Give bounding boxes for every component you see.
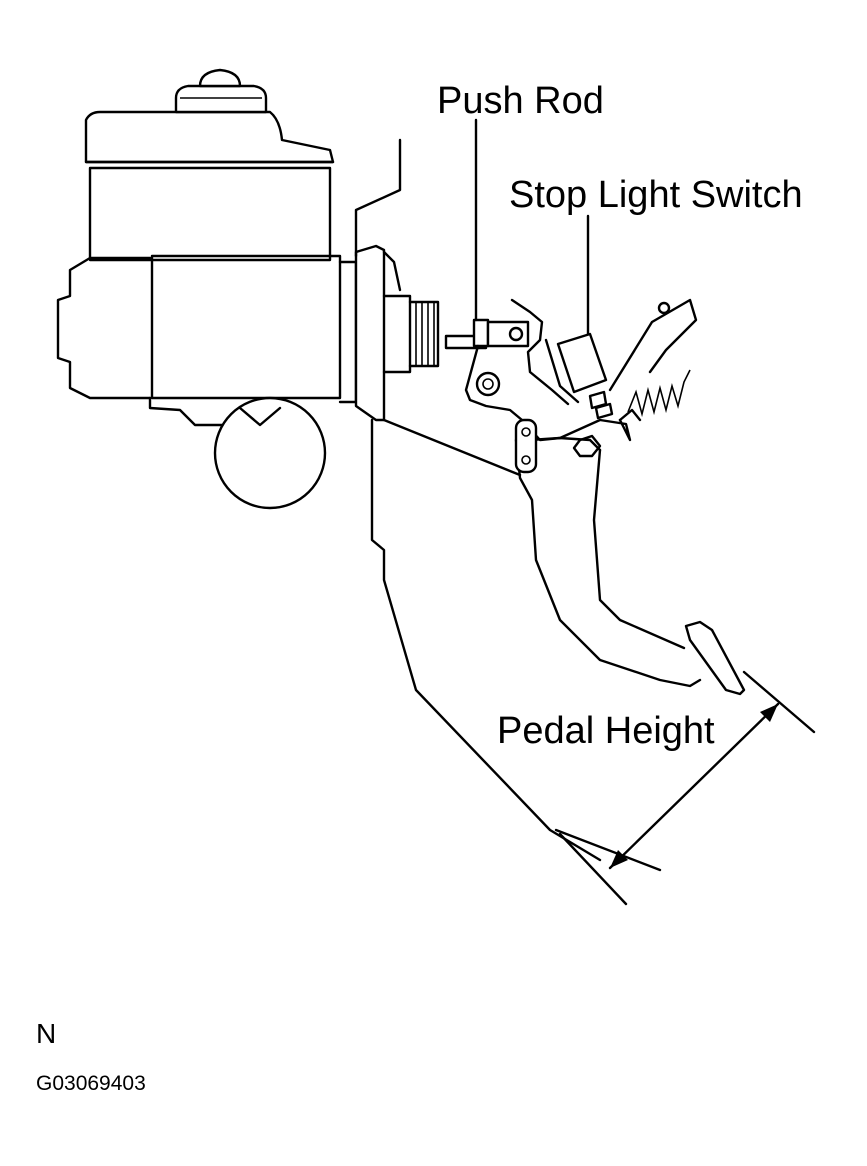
stop-light-switch xyxy=(544,214,614,420)
return-spring xyxy=(608,298,698,422)
master-cylinder-reservoir xyxy=(84,68,335,262)
dash-panel xyxy=(354,138,602,862)
threaded-stud xyxy=(382,294,440,374)
pedal-pad xyxy=(684,620,746,696)
figure-code-label: G03069403 xyxy=(36,1072,146,1095)
pedal-height-label: Pedal Height xyxy=(497,710,715,752)
push-rod-label: Push Rod xyxy=(437,80,604,122)
orientation-label: N xyxy=(36,1018,57,1049)
brake-pedal-arm xyxy=(514,418,702,688)
stop-light-switch-label: Stop Light Switch xyxy=(509,174,803,216)
push-rod xyxy=(444,118,530,350)
master-cylinder-body xyxy=(56,244,386,510)
pedal-height-dimension xyxy=(554,670,816,906)
